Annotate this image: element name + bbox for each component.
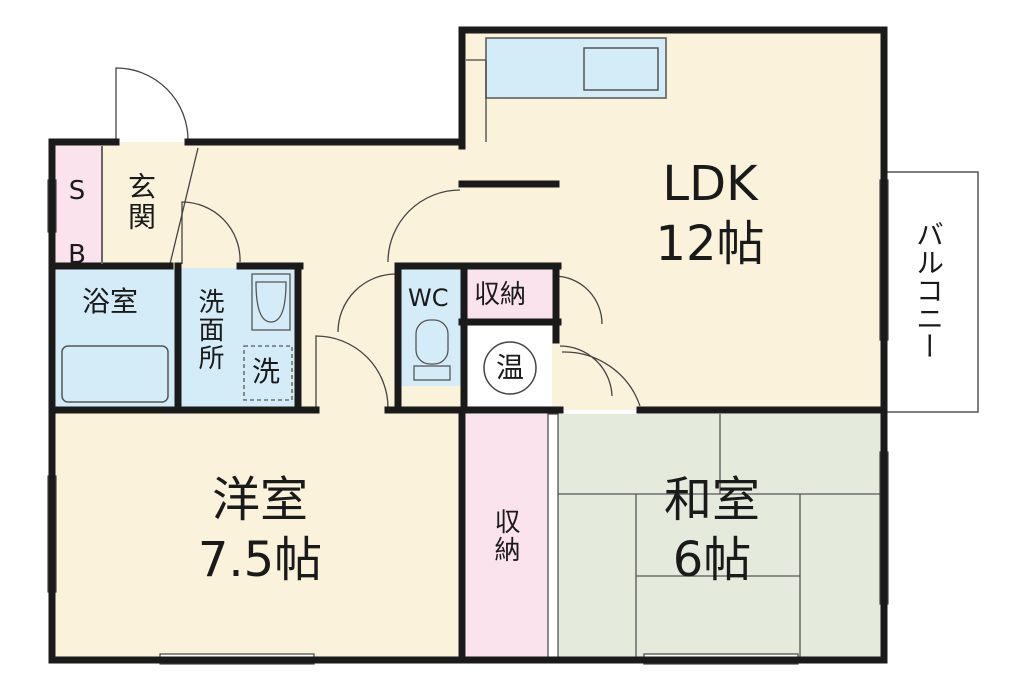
ldk-closet-label: 収納 xyxy=(474,280,527,310)
western-room-floor xyxy=(52,410,462,660)
shoebox-label: S B xyxy=(62,176,92,272)
toilet-label: WC xyxy=(408,284,449,312)
western-room-label: 洋室 7.5帖 xyxy=(160,476,360,584)
closet-ldk-floor xyxy=(466,268,552,320)
tatami-lines xyxy=(558,414,884,660)
ldk-size: 12帖 xyxy=(655,216,765,272)
water-heater-label: 温 xyxy=(496,351,525,384)
japanese-room-name: 和室 xyxy=(663,472,760,528)
hall-closet-label: 収納 xyxy=(490,508,520,564)
balcony-label: バルコニー xyxy=(912,220,945,360)
washbasin xyxy=(251,273,291,331)
bathroom-label: 浴室 xyxy=(82,285,139,318)
washer-area xyxy=(243,345,293,401)
japanese-room-size: 6帖 xyxy=(672,532,752,588)
western-room-name: 洋室 xyxy=(211,472,308,528)
ldk-name: LDK xyxy=(662,156,758,212)
walls xyxy=(48,26,888,664)
hall-closet-floor xyxy=(466,414,554,658)
ldk-label: LDK 12帖 xyxy=(620,160,800,268)
water-heater xyxy=(483,341,537,395)
entrance-label: 玄関 xyxy=(124,172,157,232)
washer-label: 洗 xyxy=(252,355,281,388)
washroom-label: 洗面所 xyxy=(194,288,224,372)
japanese-room-label: 和室 6帖 xyxy=(622,476,802,584)
bathtub xyxy=(61,345,169,403)
western-room-size: 7.5帖 xyxy=(197,532,323,588)
kitchen-counter xyxy=(485,37,667,99)
balcony xyxy=(885,171,979,413)
toilet-fixture xyxy=(413,319,451,381)
door-swings xyxy=(115,59,641,410)
shoebox-floor xyxy=(56,146,102,264)
